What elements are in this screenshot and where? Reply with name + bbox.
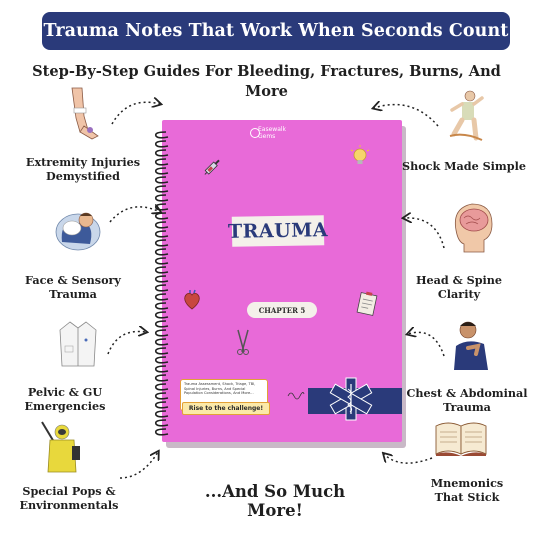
spiral-ring xyxy=(154,392,169,400)
notebook: Easewalk Gems TRAUMA CHAPTER 5 xyxy=(154,120,402,442)
brand-name: Easewalk Gems xyxy=(258,126,286,140)
spiral-ring xyxy=(154,131,169,139)
spiral-ring xyxy=(154,419,169,427)
feature-face-sensory: Face & Sensory Trauma xyxy=(18,273,128,301)
arrow-extremity xyxy=(111,102,160,125)
falling-person-icon xyxy=(449,90,484,141)
feature-line: Clarity xyxy=(437,287,481,301)
lightbulb-icon xyxy=(350,145,370,164)
arrow-mnemonics xyxy=(384,454,433,464)
person-airbag-icon xyxy=(55,212,101,251)
spiral-ring xyxy=(154,149,169,157)
spiral-ring xyxy=(154,338,169,346)
spiral-ring xyxy=(154,275,169,283)
banner-title: Trauma Notes That Work When Seconds Coun… xyxy=(43,21,509,41)
feature-line: Pelvic & GU xyxy=(27,385,103,399)
star-of-life-icon xyxy=(329,377,373,421)
feature-chest-abdominal: Chest & Abdominal Trauma xyxy=(406,386,528,414)
notebook-cover: Easewalk Gems TRAUMA CHAPTER 5 xyxy=(162,120,402,442)
spiral-ring xyxy=(154,239,169,247)
spiral-ring xyxy=(154,185,169,193)
anatomical-heart-icon xyxy=(184,289,200,310)
spiral-ring xyxy=(154,374,169,382)
feature-shock: Shock Made Simple xyxy=(402,159,526,173)
spiral-ring xyxy=(154,311,169,319)
brand-line-2: Gems xyxy=(258,133,276,140)
spiral-ring xyxy=(154,221,169,229)
spiral-ring xyxy=(154,302,169,310)
feature-line: Shock Made Simple xyxy=(402,159,526,173)
spiral-ring xyxy=(154,266,169,274)
spiral-ring xyxy=(154,140,169,148)
more-text: ...And So Much More! xyxy=(204,482,346,520)
spiral-ring xyxy=(154,383,169,391)
subtitle-line-1: Step-By-Step Guides For Bleeding, Fractu… xyxy=(32,63,501,80)
feature-line: Chest & Abdominal xyxy=(406,386,528,400)
challenge-banner: Rise to the challenge! xyxy=(182,402,270,415)
subtitle: Step-By-Step Guides For Bleeding, Fractu… xyxy=(20,62,513,102)
arrow-chest xyxy=(408,332,445,357)
spiral-ring xyxy=(154,401,169,409)
title-banner: Trauma Notes That Work When Seconds Coun… xyxy=(42,12,510,50)
arrow-face xyxy=(109,207,160,223)
spiral-ring xyxy=(154,347,169,355)
syringe-icon xyxy=(204,159,220,175)
spiral-ring xyxy=(154,284,169,292)
feature-pelvic-gu: Pelvic & GU Emergencies xyxy=(20,385,110,413)
spiral-ring xyxy=(154,365,169,373)
forceps-icon xyxy=(237,329,249,355)
brand-line-1: Easewalk xyxy=(258,126,287,133)
feature-line: Special Pops & xyxy=(22,484,116,498)
feature-head-spine: Head & Spine Clarity xyxy=(406,273,512,301)
feature-mnemonics: Mnemonics That Stick xyxy=(422,476,512,504)
spiral-ring xyxy=(154,329,169,337)
arrow-pelvic xyxy=(107,331,146,355)
spiral-ring xyxy=(154,257,169,265)
feature-line: Head & Spine xyxy=(415,273,503,287)
spiral-ring xyxy=(154,176,169,184)
topics-text: Trauma Assessment, Shock, Triage, TBI, S… xyxy=(184,382,256,395)
spiral-ring xyxy=(154,410,169,418)
feature-line: Environmentals xyxy=(19,498,119,512)
hazmat-suit-icon xyxy=(41,421,80,473)
feature-special-pops: Special Pops & Environmentals xyxy=(14,484,124,512)
brand-logo-icon xyxy=(250,128,260,138)
arrow-shock xyxy=(374,105,439,127)
clipboard-icon xyxy=(356,291,378,316)
doodle-icon xyxy=(287,392,305,400)
feature-line: That Stick xyxy=(434,490,500,504)
arrow-head xyxy=(404,218,445,249)
spiral-ring xyxy=(154,293,169,301)
subtitle-line-2: More xyxy=(245,83,288,100)
chest-pain-person-icon xyxy=(454,321,488,370)
head-brain-icon xyxy=(454,203,493,253)
open-book-icon xyxy=(435,422,487,456)
feature-line: Extremity Injuries xyxy=(25,155,141,169)
spiral-ring xyxy=(154,248,169,256)
feature-line: Emergencies xyxy=(24,399,106,413)
feature-extremity: Extremity Injuries Demystified xyxy=(18,155,148,183)
feature-line: Mnemonics xyxy=(430,476,504,490)
spiral-ring xyxy=(154,356,169,364)
spiral-ring xyxy=(154,230,169,238)
feature-line: Trauma xyxy=(443,400,491,414)
leg-bandage-icon xyxy=(71,87,99,140)
lab-coat-icon xyxy=(59,321,97,367)
spiral-ring xyxy=(154,167,169,175)
spiral-ring xyxy=(154,320,169,328)
arrow-special xyxy=(119,452,158,479)
feature-line: Trauma xyxy=(49,287,97,301)
feature-line: Face & Sensory xyxy=(25,273,121,287)
spiral-ring xyxy=(154,428,169,436)
spiral-ring xyxy=(154,158,169,166)
spiral-ring xyxy=(154,194,169,202)
feature-line: Demystified xyxy=(46,169,120,183)
chapter-label: CHAPTER 5 xyxy=(247,302,317,318)
